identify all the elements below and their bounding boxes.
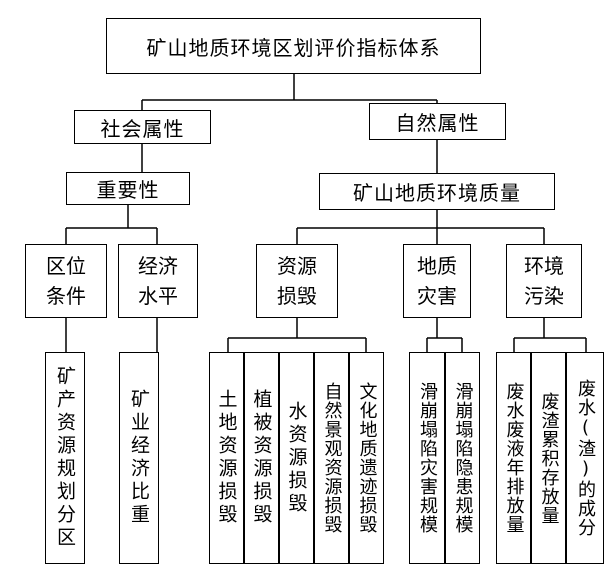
geo-env-quality-node: 矿山地质环境质量 (319, 173, 555, 210)
resource-destruction-label: 资源 损毁 (277, 254, 317, 308)
geological-hazard-node: 地质 灾害 (403, 244, 471, 318)
leaf-mineral-planning-zone-label: 矿产资源规划分区 (54, 366, 76, 550)
leaf-landslide-collapse-risk-scale-label: 滑崩塌陷隐患规模 (452, 382, 474, 534)
leaf-land-resource-damage-label: 土地资源损毁 (215, 389, 238, 527)
leaf-vegetation-resource-damage: 植被资源损毁 (244, 352, 279, 564)
leaf-mining-economy-share-label: 矿业经济比重 (128, 389, 150, 527)
root-node: 矿山地质环境区划评价指标体系 (106, 18, 481, 74)
leaf-landslide-collapse-risk-scale: 滑崩塌陷隐患规模 (445, 352, 480, 564)
leaf-wastewater-annual-discharge: 废水废液年排放量 (496, 352, 531, 564)
leaf-waste-composition: 废水(渣)的成分 (566, 352, 604, 564)
leaf-natural-landscape-damage-label: 自然景观资源损毁 (321, 382, 343, 534)
natural-attribute-node: 自然属性 (369, 103, 506, 140)
leaf-mining-economy-share: 矿业经济比重 (119, 352, 159, 564)
resource-destruction-node: 资源 损毁 (256, 244, 338, 318)
root-label: 矿山地质环境区划评价指标体系 (146, 35, 441, 60)
leaf-natural-landscape-damage: 自然景观资源损毁 (314, 352, 349, 564)
leaf-water-resource-damage-label: 水资源损毁 (285, 400, 308, 516)
leaf-wastewater-annual-discharge-label: 废水废液年排放量 (503, 382, 525, 534)
social-attribute-label: 社会属性 (100, 116, 185, 141)
leaf-waste-residue-storage: 废渣累积存放量 (531, 352, 566, 564)
leaf-waste-composition-label: 废水(渣)的成分 (575, 379, 596, 537)
leaf-water-resource-damage: 水资源损毁 (279, 352, 314, 564)
leaf-vegetation-resource-damage-label: 植被资源损毁 (250, 389, 273, 527)
leaf-waste-residue-storage-label: 废渣累积存放量 (538, 391, 560, 525)
economic-level-label: 经济 水平 (138, 254, 178, 308)
environmental-pollution-node: 环境 污染 (506, 244, 582, 318)
location-condition-label: 区位 条件 (46, 254, 86, 308)
geological-hazard-label: 地质 灾害 (417, 254, 457, 308)
leaf-cultural-geo-relic-damage-label: 文化地质遗迹损毁 (356, 382, 378, 534)
environmental-pollution-label: 环境 污染 (524, 254, 564, 308)
leaf-landslide-collapse-hazard-scale: 滑崩塌陷灾害规模 (409, 352, 445, 564)
importance-node: 重要性 (66, 172, 190, 205)
importance-label: 重要性 (96, 178, 160, 202)
leaf-cultural-geo-relic-damage: 文化地质遗迹损毁 (349, 352, 384, 564)
location-condition-node: 区位 条件 (25, 244, 107, 318)
economic-level-node: 经济 水平 (118, 244, 198, 318)
geo-env-quality-label: 矿山地质环境质量 (353, 181, 521, 205)
leaf-landslide-collapse-hazard-scale-label: 滑崩塌陷灾害规模 (417, 382, 438, 534)
social-attribute-node: 社会属性 (74, 110, 211, 144)
natural-attribute-label: 自然属性 (395, 111, 480, 135)
leaf-mineral-planning-zone: 矿产资源规划分区 (45, 352, 85, 564)
leaf-land-resource-damage: 土地资源损毁 (209, 352, 244, 564)
